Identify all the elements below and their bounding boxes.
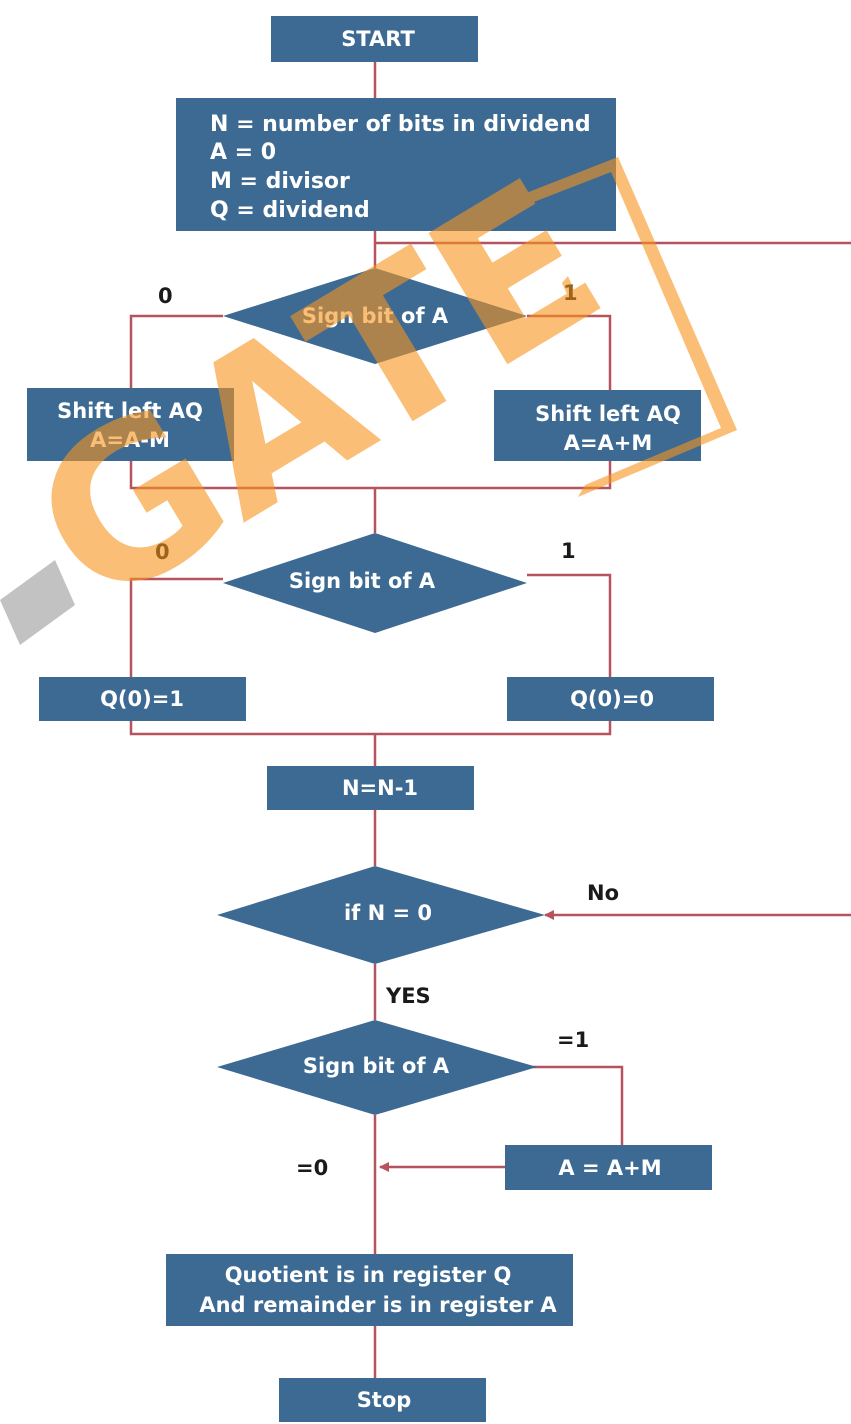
set-q1-label: Q(0)=1 bbox=[100, 687, 184, 711]
stop-node: Stop bbox=[279, 1378, 486, 1422]
connector-d2-right bbox=[527, 573, 612, 677]
init-line-4: Q = dividend bbox=[210, 198, 370, 223]
shift-subtract-line-2: A=A-M bbox=[90, 428, 170, 452]
connector-d2-left bbox=[129, 577, 223, 677]
result-line-2: And remainder is in register A bbox=[199, 1293, 557, 1317]
decision-1-left-label: 0 bbox=[158, 284, 173, 308]
connector-shift-merge bbox=[129, 460, 612, 490]
decision-4: Sign bit of A bbox=[217, 1020, 537, 1115]
decision-4-pos-label: =0 bbox=[296, 1156, 328, 1180]
connector-d1-right bbox=[527, 314, 612, 390]
connector-q-merge bbox=[129, 720, 612, 736]
init-line-2: A = 0 bbox=[210, 140, 276, 165]
result-box: Quotient is in register Q And remainder … bbox=[166, 1254, 573, 1326]
set-q0-box: Q(0)=0 bbox=[507, 677, 714, 721]
connector-d1-left bbox=[129, 314, 223, 388]
connector-d4-right bbox=[527, 1065, 624, 1146]
decision-2-left-label: 0 bbox=[155, 540, 170, 564]
decision-2: Sign bit of A bbox=[223, 533, 527, 633]
restore-label: A = A+M bbox=[558, 1156, 661, 1180]
shift-subtract-line-1: Shift left AQ bbox=[57, 399, 203, 423]
decision-3-yes-label: YES bbox=[385, 984, 431, 1008]
connectors bbox=[129, 62, 851, 1378]
watermark-tick bbox=[562, 276, 577, 303]
decrement-box: N=N-1 bbox=[267, 766, 474, 810]
decision-1-label: Sign bit of A bbox=[302, 304, 449, 328]
watermark-grey-bar bbox=[0, 560, 75, 645]
decision-3-no-label: No bbox=[587, 881, 619, 905]
watermark-bracket bbox=[470, 157, 737, 497]
set-q0-label: Q(0)=0 bbox=[570, 687, 654, 711]
set-q1-box: Q(0)=1 bbox=[39, 677, 246, 721]
restore-box: A = A+M bbox=[505, 1145, 712, 1190]
decision-2-label: Sign bit of A bbox=[289, 569, 436, 593]
decision-3: if N = 0 bbox=[217, 866, 545, 964]
decision-4-label: Sign bit of A bbox=[303, 1054, 450, 1078]
decision-2-right-label: 1 bbox=[561, 539, 576, 563]
shift-add-box: Shift left AQ A=A+M bbox=[494, 390, 701, 461]
init-block: N = number of bits in dividend A = 0 M =… bbox=[176, 98, 616, 231]
stop-label: Stop bbox=[357, 1388, 412, 1412]
shift-add-line-2: A=A+M bbox=[564, 431, 653, 455]
init-line-1: N = number of bits in dividend bbox=[210, 112, 591, 137]
shift-subtract-box: Shift left AQ A=A-M bbox=[27, 388, 234, 461]
decision-1: Sign bit of A bbox=[223, 268, 527, 364]
decrement-label: N=N-1 bbox=[342, 776, 418, 800]
start-node: START bbox=[271, 16, 478, 62]
decision-4-neg-label: =1 bbox=[557, 1028, 589, 1052]
result-line-1: Quotient is in register Q bbox=[225, 1263, 512, 1287]
shift-add-line-1: Shift left AQ bbox=[535, 402, 681, 426]
decision-3-label: if N = 0 bbox=[344, 901, 432, 925]
init-line-3: M = divisor bbox=[210, 169, 350, 194]
start-label: START bbox=[341, 27, 415, 51]
